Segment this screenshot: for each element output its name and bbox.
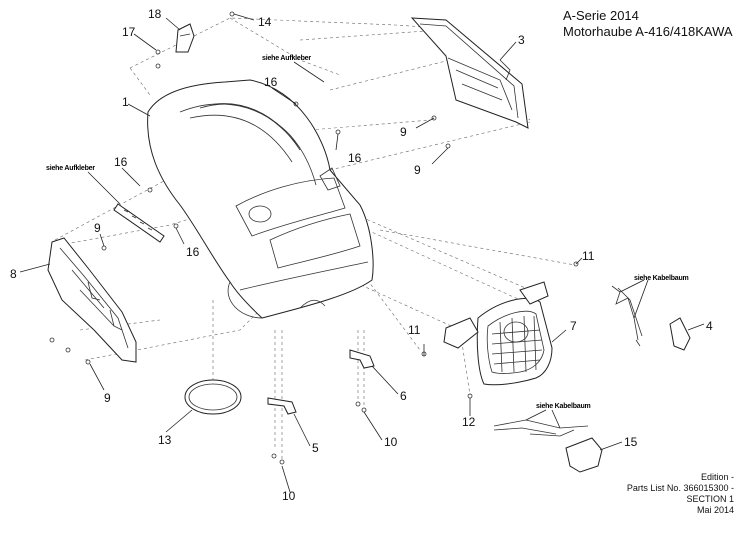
note-kabelbaum-right: siehe Kabelbaum	[634, 275, 689, 282]
callout-1: 1	[122, 95, 129, 109]
ring-part-13	[184, 379, 242, 415]
callout-9-lower-left: 9	[104, 391, 111, 405]
bracket-part-6	[349, 349, 375, 369]
clip-part-4	[669, 317, 691, 351]
hood-part-1	[147, 79, 374, 319]
callout-10-right: 10	[384, 435, 398, 449]
callout-8: 8	[10, 267, 17, 281]
callout-6: 6	[400, 389, 407, 403]
callout-9-upper-right-b: 9	[414, 163, 421, 177]
bracket-part-18	[175, 23, 195, 53]
callout-17: 17	[122, 25, 136, 39]
header-title: Motorhaube A-416/418KAWA	[563, 24, 733, 39]
note-aufkleber-left: siehe Aufkleber	[46, 165, 95, 172]
note-kabelbaum-bottom: siehe Kabelbaum	[536, 403, 591, 410]
side-panel-part-8	[47, 237, 137, 363]
callout-numbers: 1 3 4 5 6 7 8 9 9 9 9 10 10 11 11 12 13 …	[10, 7, 713, 503]
callout-9-left: 9	[94, 221, 101, 235]
callout-16-center: 16	[348, 151, 362, 165]
callout-11-left: 11	[408, 323, 421, 337]
note-aufkleber-top: siehe Aufkleber	[262, 55, 311, 62]
callout-4: 4	[706, 319, 713, 333]
callout-14: 14	[258, 15, 272, 29]
callout-9-upper-right-a: 9	[400, 125, 407, 139]
bracket-part-5	[267, 397, 297, 415]
callout-15: 15	[624, 435, 638, 449]
callout-3: 3	[518, 33, 525, 47]
callout-13: 13	[158, 433, 172, 447]
footer-section: SECTION 1	[686, 494, 734, 504]
footer-date: Mai 2014	[696, 505, 734, 515]
footer-edition: Edition -	[700, 472, 734, 482]
callout-16-lower: 16	[186, 245, 200, 259]
callout-10-bottom: 10	[282, 489, 296, 503]
decal-strip-part-16	[113, 203, 165, 243]
callout-18: 18	[148, 7, 162, 21]
callout-16-left: 16	[114, 155, 128, 169]
grille-part-7	[443, 281, 553, 386]
callout-12: 12	[462, 415, 476, 429]
panel-part-3	[410, 17, 529, 129]
cover-part-15	[565, 437, 603, 473]
harness-upper	[611, 285, 643, 347]
callout-7: 7	[570, 319, 577, 333]
footer-parts-list: Parts List No. 366015300 -	[626, 483, 734, 493]
callout-5: 5	[312, 441, 319, 455]
harness-lower	[493, 419, 589, 437]
callout-11-right: 11	[582, 249, 595, 263]
header-series: A-Serie 2014	[563, 8, 639, 23]
callout-16-top: 16	[264, 75, 278, 89]
leader-lines	[19, 13, 705, 493]
